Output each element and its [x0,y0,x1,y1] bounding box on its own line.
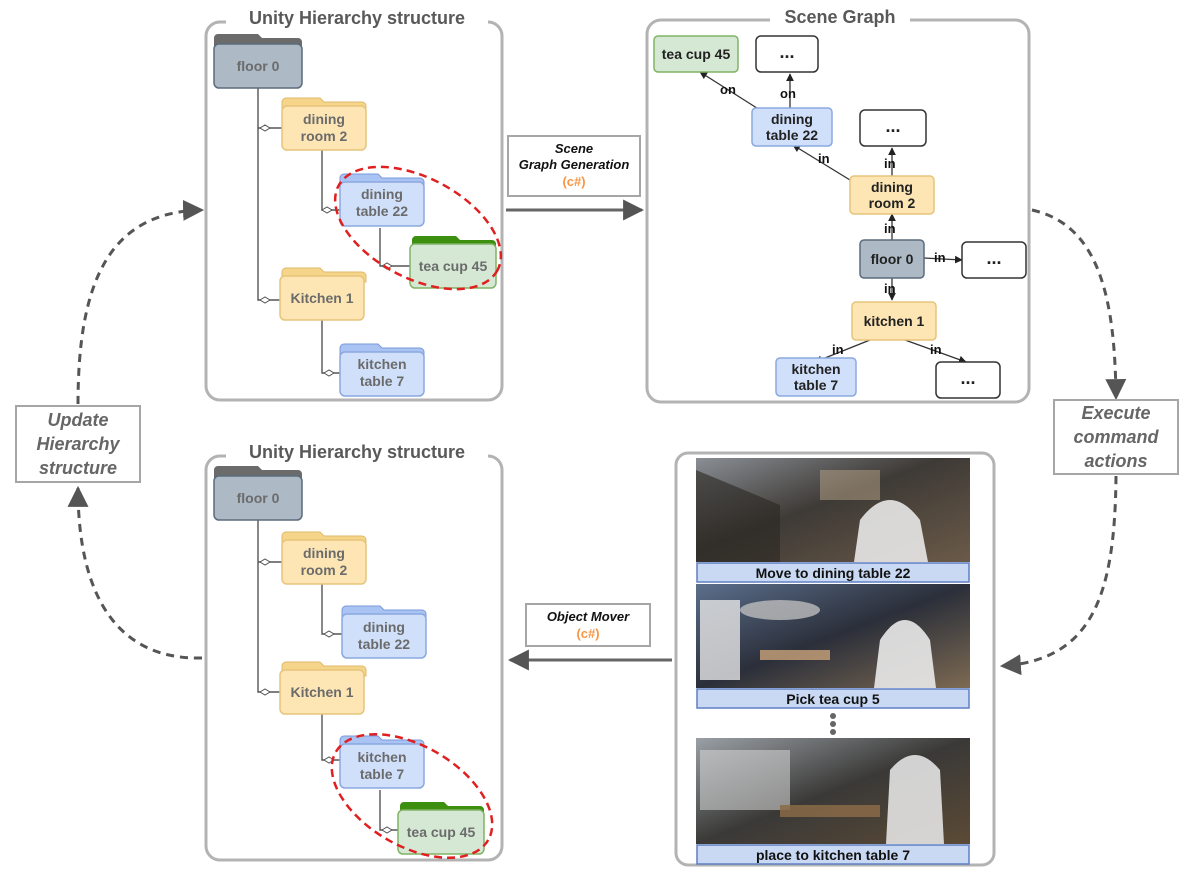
update-label-line3: structure [39,458,117,478]
folder-tea-cup[interactable]: tea cup 45 [409,236,497,289]
folder-kitchen-table-line1: kitchen [357,356,406,372]
bottom-hierarchy-title: Unity Hierarchy structure [249,442,465,462]
sg-node-dots-4-label: ... [960,368,975,388]
folder-kitchen[interactable]: Kitchen 1 [279,267,367,321]
folder-tea-cup-2-label: tea cup 45 [407,824,476,840]
action-step-1-caption: Move to dining table 22 [756,565,911,581]
highlight-ellipse-top [333,165,503,291]
sg-node-dining-room-line2: room 2 [869,195,916,211]
folder-dining-table-2-line2: table 22 [358,636,410,652]
folder-kitchen-table-2-line1: kitchen [357,749,406,765]
object-mover-label: Object Mover [547,609,630,624]
sg-node-dining-room[interactable]: dining room 2 [849,175,935,215]
action-step-3-caption: place to kitchen table 7 [756,847,910,863]
object-mover-step: Object Mover (c#) [507,603,672,671]
folder-tea-cup-label: tea cup 45 [419,258,488,274]
edge-label-on-2: on [780,86,796,101]
sg-node-dining-table[interactable]: dining table 22 [751,107,833,147]
sg-node-floor-label: floor 0 [871,251,914,267]
scene-graph-title: Scene Graph [784,7,895,27]
edge-label-in-5: in [884,281,896,296]
sg-node-floor[interactable]: floor 0 [859,239,925,279]
top-hierarchy-panel: Unity Hierarchy structure floor 0 dining… [204,6,504,402]
action-step-3[interactable]: place to kitchen table 7 [696,738,970,865]
folder-floor-label: floor 0 [237,58,280,74]
execute-label-line3: actions [1084,451,1147,471]
sg-node-dots-1[interactable]: ... [755,35,819,73]
sg-node-kitchen[interactable]: kitchen 1 [851,301,937,341]
folder-kitchen-2-label: Kitchen 1 [290,684,353,700]
object-mover-lang: (c#) [576,626,599,641]
folder-dining-table[interactable]: dining table 22 [339,173,425,227]
update-label-line1: Update [47,410,108,430]
sg-generation-lang: (c#) [562,174,585,189]
folder-dining-room-2-line2: room 2 [301,562,348,578]
edge-label-in-6: in [832,342,844,357]
folder-kitchen-2[interactable]: Kitchen 1 [279,661,367,715]
sg-node-dots-2[interactable]: ... [859,109,927,147]
folder-kitchen-table-line2: table 7 [360,373,405,389]
folder-dining-room-2-line1: dining [303,545,345,561]
bottom-hierarchy-panel: Unity Hierarchy structure floor 0 dining… [204,440,504,862]
sg-generation-label-line2: Graph Generation [519,157,630,172]
execute-label-line2: command [1073,427,1159,447]
folder-floor-2[interactable]: floor 0 [213,466,303,521]
action-step-1[interactable]: Move to dining table 22 [696,458,970,583]
sg-node-dining-table-line1: dining [771,111,813,127]
sg-node-dots-3-label: ... [986,248,1001,268]
actions-panel: Move to dining table 22 Pick tea cup 5 p… [674,451,996,867]
top-hierarchy-title: Unity Hierarchy structure [249,8,465,28]
sg-node-dots-1-label: ... [779,42,794,62]
sg-node-dining-room-line1: dining [871,179,913,195]
sg-node-tea-cup[interactable]: tea cup 45 [653,35,739,73]
sg-node-dots-2-label: ... [885,116,900,136]
folder-dining-room[interactable]: dining room 2 [281,97,367,151]
execute-label-line1: Execute [1081,403,1150,423]
folder-dining-table-line2: table 22 [356,203,408,219]
folder-dining-room-line1: dining [303,111,345,127]
sg-node-tea-cup-label: tea cup 45 [662,46,731,62]
edge-label-in-3: in [884,221,896,236]
highlight-ellipse-bottom [330,733,494,859]
sg-node-kitchen-label: kitchen 1 [864,313,925,329]
update-hierarchy-step: Update Hierarchy structure [15,199,205,660]
edge-label-on-1: on [720,82,736,97]
edge-label-in-1: in [818,151,830,166]
folder-kitchen-label: Kitchen 1 [290,290,353,306]
sg-node-kitchen-table-line1: kitchen [791,361,840,377]
folder-tea-cup-2[interactable]: tea cup 45 [397,802,485,855]
folder-dining-table-2[interactable]: dining table 22 [341,605,427,659]
folder-dining-room-line2: room 2 [301,128,348,144]
execute-actions-step: Execute command actions [999,208,1179,676]
action-step-2-caption: Pick tea cup 5 [786,691,880,707]
folder-dining-table-line1: dining [361,186,403,202]
update-label-line2: Hierarchy [36,434,120,454]
sg-node-dots-4[interactable]: ... [935,361,1001,399]
folder-dining-room-2[interactable]: dining room 2 [281,531,367,585]
sg-node-dots-3[interactable]: ... [961,241,1027,279]
folder-kitchen-table-2-line2: table 7 [360,766,405,782]
edge-label-in-4: in [934,250,946,265]
continuation-dots-icon [830,713,836,735]
folder-dining-table-2-line1: dining [363,619,405,635]
folder-kitchen-table[interactable]: kitchen table 7 [339,343,425,397]
folder-floor[interactable]: floor 0 [213,34,303,89]
scene-graph-generation-step: Scene Graph Generation (c#) [506,135,645,221]
sg-node-kitchen-table-line2: table 7 [794,377,839,393]
scene-graph-panel: Scene Graph on on in in in in in in in t… [645,4,1031,404]
sg-generation-label-line1: Scene [555,141,593,156]
edge-label-in-7: in [930,342,942,357]
sg-node-dining-table-line2: table 22 [766,127,818,143]
edge-label-in-2: in [884,156,896,171]
sg-node-kitchen-table[interactable]: kitchen table 7 [775,357,857,397]
action-step-2[interactable]: Pick tea cup 5 [696,584,970,709]
folder-floor-2-label: floor 0 [237,490,280,506]
folder-kitchen-table-2[interactable]: kitchen table 7 [339,735,425,789]
